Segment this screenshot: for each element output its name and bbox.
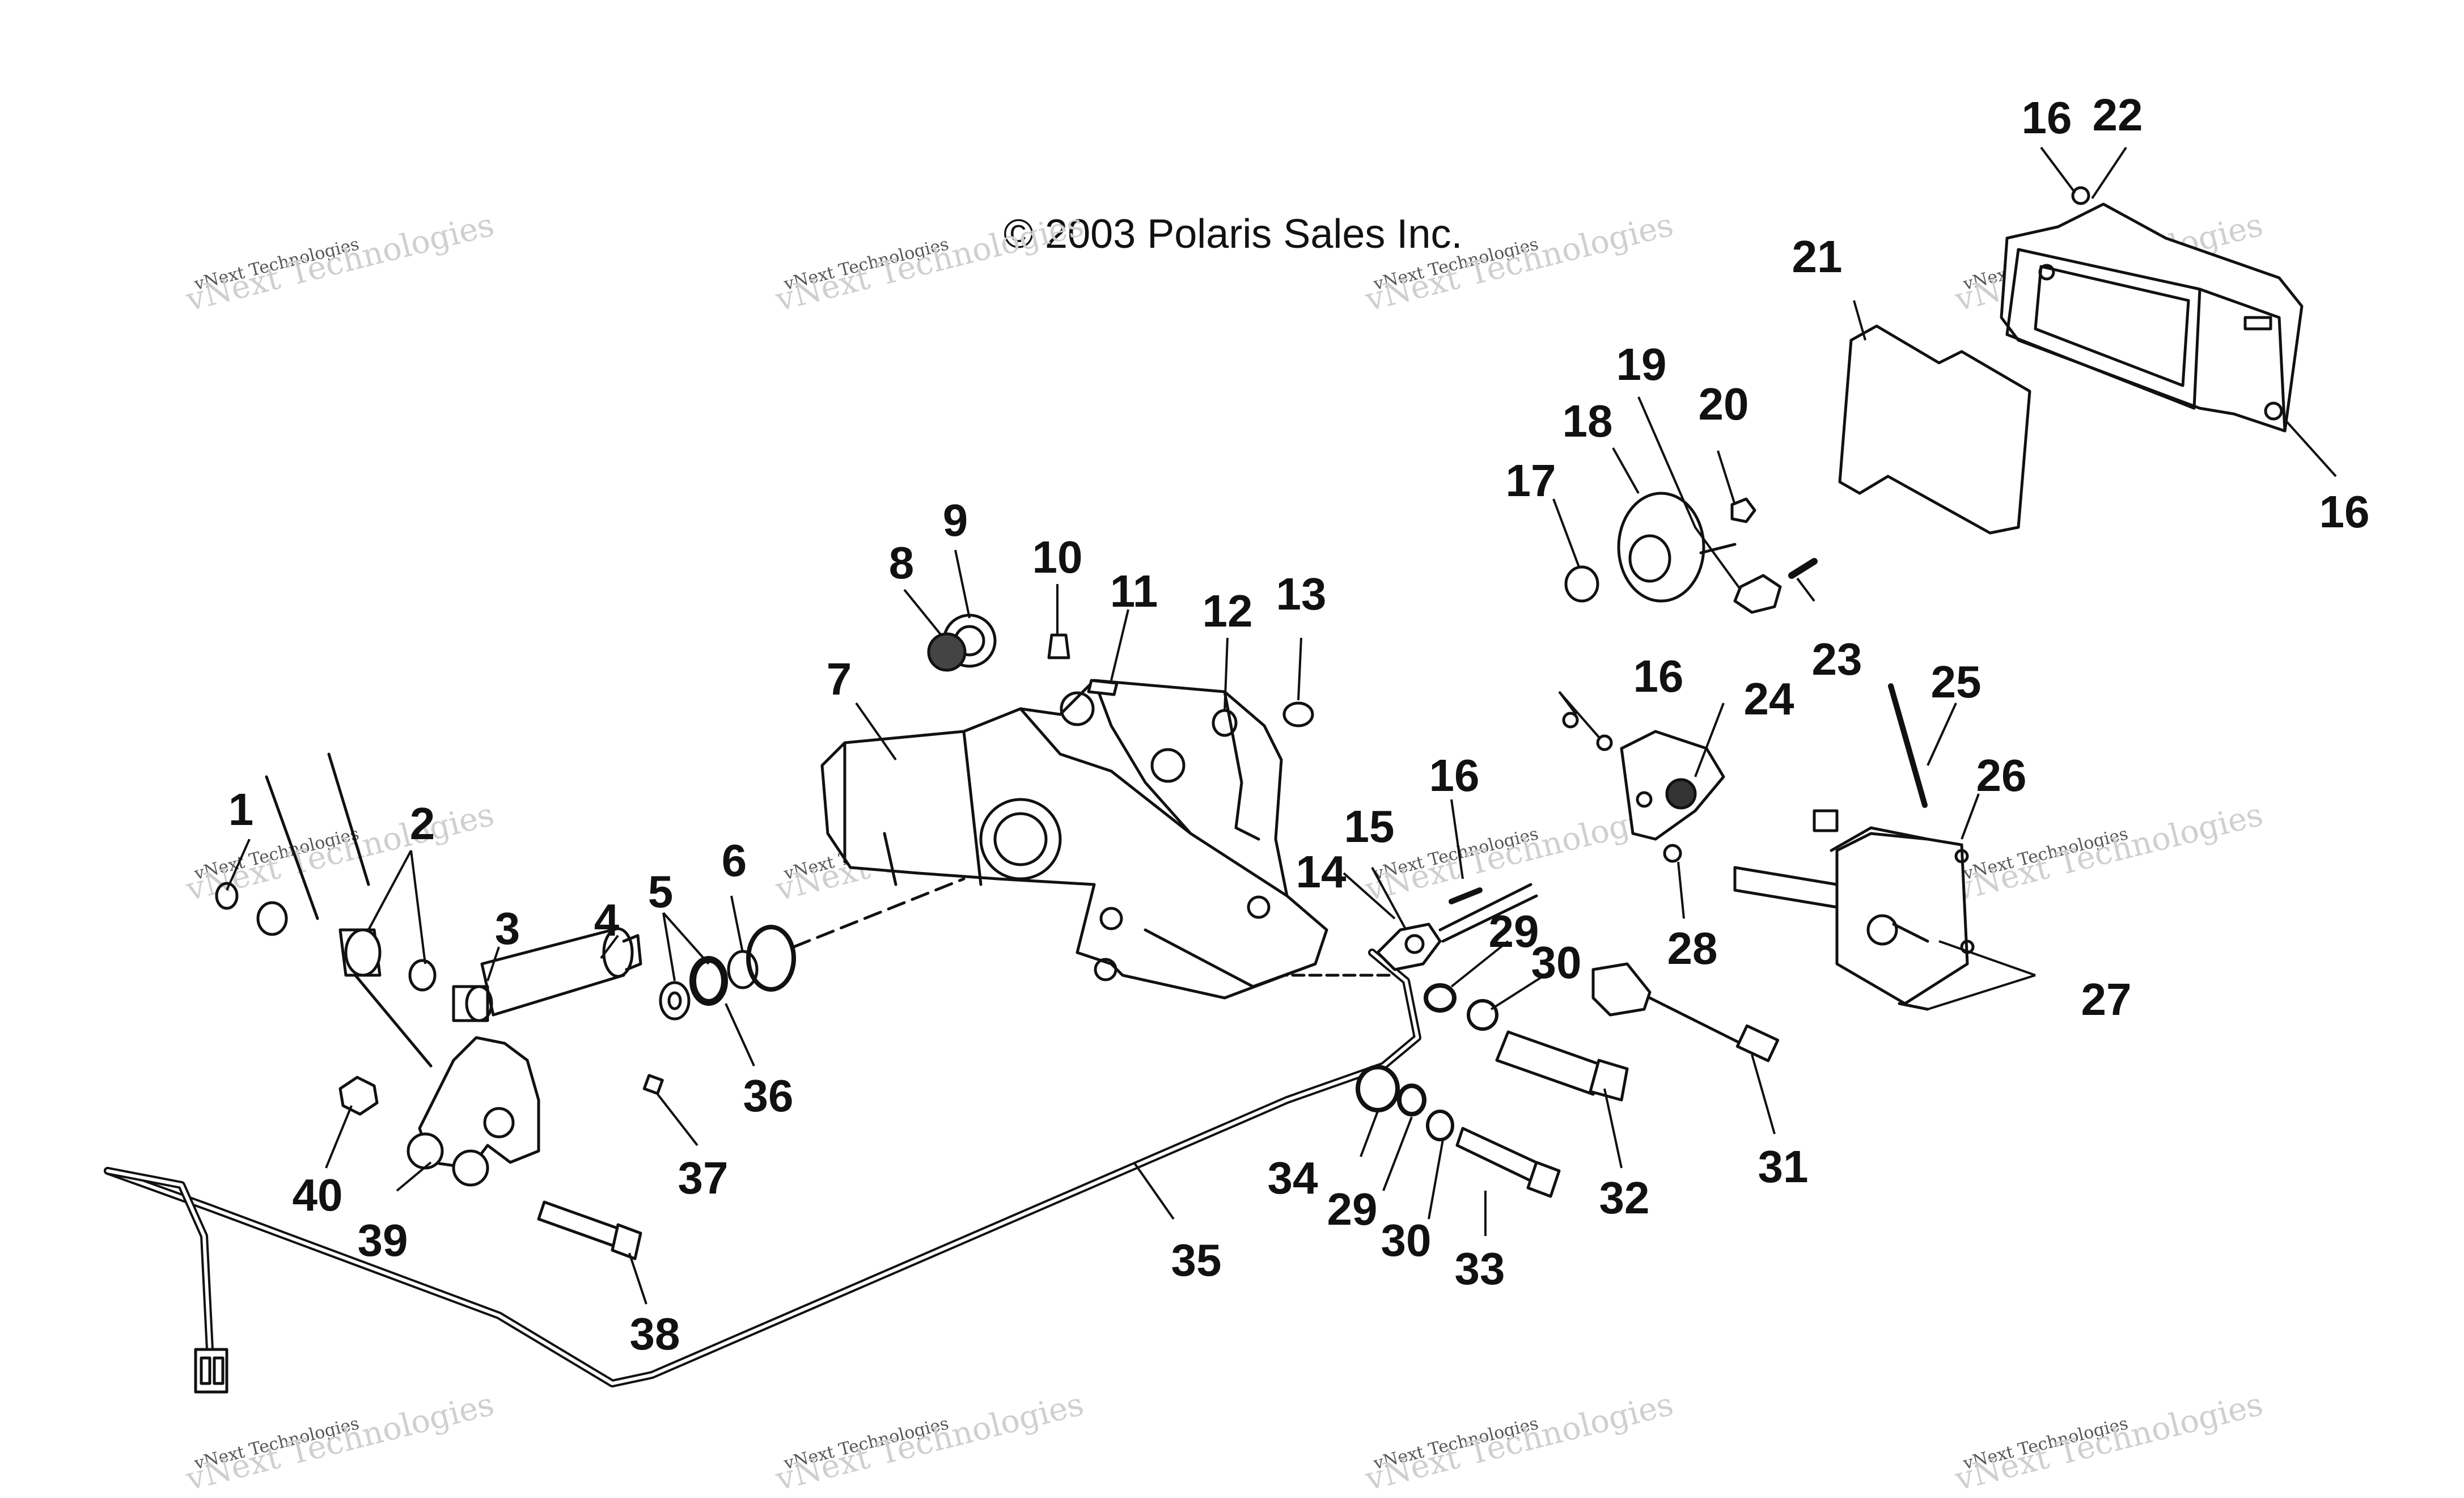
swing-arm-housing <box>820 679 1328 1000</box>
washer-30b <box>1426 1110 1454 1141</box>
callout-33: 33 <box>1455 1243 1505 1294</box>
callout-6: 6 <box>722 835 747 886</box>
callout-28: 28 <box>1667 923 1718 974</box>
callout-15: 15 <box>1344 801 1395 852</box>
callout-26: 26 <box>1976 750 2027 801</box>
callout-16: 16 <box>2022 92 2072 143</box>
sensor-assembly <box>1376 883 1538 971</box>
pulley-assembly <box>1564 492 1818 614</box>
callout-29: 29 <box>1327 1184 1378 1234</box>
drive-shaft-assembly <box>407 927 642 1187</box>
callout-38: 38 <box>630 1309 680 1359</box>
bolt-38 <box>537 1200 642 1260</box>
callout-27: 27 <box>2081 974 2132 1025</box>
callout-40: 40 <box>293 1170 343 1220</box>
callout-21: 21 <box>1792 231 1843 282</box>
callout-13: 13 <box>1276 569 1327 619</box>
callout-3: 3 <box>495 903 520 954</box>
washer-29a <box>1424 983 1457 1013</box>
callout-16: 16 <box>2319 486 2370 537</box>
callout-32: 32 <box>1599 1173 1650 1223</box>
bushing-13 <box>1282 701 1314 727</box>
callout-4: 4 <box>594 895 620 945</box>
callout-23: 23 <box>1812 634 1862 684</box>
callout-16: 16 <box>1633 651 1684 701</box>
gear-assembly <box>927 613 997 672</box>
cover-22 <box>2000 202 2304 433</box>
screw-16b <box>2264 401 2283 421</box>
callout-29: 29 <box>1489 906 1539 957</box>
callout-37: 37 <box>678 1153 729 1203</box>
callout-labels: 1 2 3 4 5 6 7 8 9 10 11 12 13 14 15 16 1… <box>228 90 2370 1359</box>
screw-16c <box>1562 712 1579 729</box>
screw-16a <box>2071 186 2090 205</box>
callout-1: 1 <box>228 784 254 835</box>
callout-30: 30 <box>1381 1215 1432 1266</box>
callout-7: 7 <box>827 654 852 704</box>
temp-sensor-31 <box>1591 962 1780 1063</box>
callout-31: 31 <box>1758 1141 1809 1192</box>
leader-lines <box>226 146 2337 1305</box>
gasket-21 <box>1838 324 2031 535</box>
callout-17: 17 <box>1506 455 1556 506</box>
washer-29b <box>1397 1084 1426 1116</box>
bolts-32-33 <box>1455 1030 1629 1198</box>
copyright-notice: © 2003 Polaris Sales Inc. <box>1004 211 1463 257</box>
seals-and-washers <box>659 925 796 1021</box>
callout-39: 39 <box>358 1215 408 1266</box>
wire-harness <box>104 949 1421 1394</box>
callout-34: 34 <box>1268 1153 1318 1203</box>
fitting-10 <box>1047 633 1070 659</box>
callout-5: 5 <box>648 866 674 917</box>
callout-25: 25 <box>1931 657 1982 707</box>
screw-28 <box>1663 844 1682 863</box>
callout-16: 16 <box>1429 750 1480 801</box>
callout-12: 12 <box>1203 586 1253 636</box>
callout-30: 30 <box>1531 937 1582 988</box>
callout-18: 18 <box>1563 396 1613 446</box>
shaft-axis-line <box>792 877 966 949</box>
motor-26 <box>1733 809 1975 1011</box>
callout-8: 8 <box>889 538 915 588</box>
screw-16d <box>1596 734 1613 751</box>
callout-11: 11 <box>1110 566 1158 616</box>
callout-36: 36 <box>743 1070 794 1121</box>
callout-10: 10 <box>1032 532 1083 582</box>
callout-2: 2 <box>410 798 435 849</box>
callout-9: 9 <box>943 495 968 545</box>
callout-20: 20 <box>1699 379 1749 429</box>
callout-35: 35 <box>1171 1235 1222 1285</box>
washer-30a <box>1467 999 1498 1031</box>
spacer-34 <box>1356 1065 1400 1112</box>
mount-parts <box>215 752 493 1068</box>
pin-25 <box>1888 683 1928 808</box>
callout-19: 19 <box>1616 339 1667 390</box>
plate-24 <box>1620 730 1725 841</box>
pin-11 <box>1087 679 1119 696</box>
callout-14: 14 <box>1296 847 1347 897</box>
callout-24: 24 <box>1744 674 1794 724</box>
nut-40 <box>338 1076 379 1116</box>
callout-22: 22 <box>2093 90 2143 140</box>
nut-37 <box>642 1074 664 1095</box>
